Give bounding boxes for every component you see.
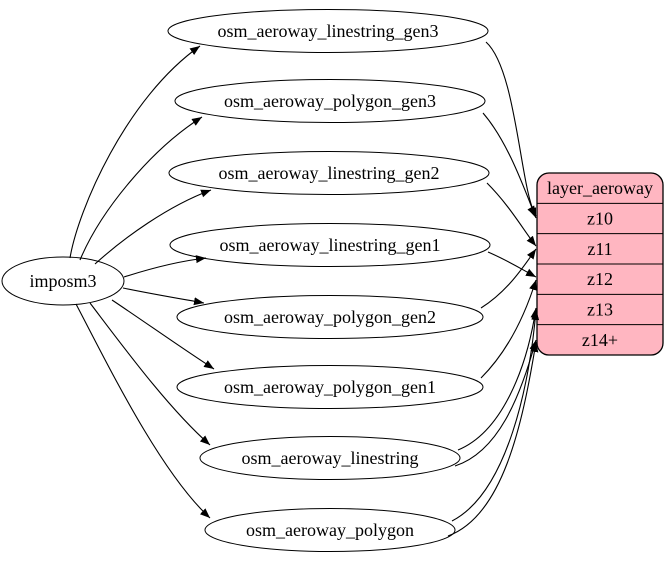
edge-imposm3-to-osm-aeroway-polygon-gen2 [122, 287, 205, 306]
node-label: osm_aeroway_linestring_gen2 [219, 163, 440, 183]
edge-osm-aeroway-polygon-gen1-to-z12 [480, 279, 537, 379]
edge-osm-aeroway-linestring-gen3-to-z10 [485, 41, 537, 217]
node-osm-aeroway-linestring-gen1: osm_aeroway_linestring_gen1 [169, 223, 491, 267]
record-row-z13: z13 [587, 300, 613, 320]
node-label: osm_aeroway_polygon [246, 520, 414, 540]
edge-osm-aeroway-polygon-gen2-to-z11 [480, 248, 537, 309]
node-label: osm_aeroway_linestring_gen3 [218, 21, 439, 41]
node-osm-aeroway-linestring-gen2: osm_aeroway_linestring_gen2 [168, 151, 490, 195]
edge-osm-aeroway-linestring-gen2-to-z11 [486, 182, 537, 247]
edge-osm-aeroway-polygon-to-z13 [451, 309, 540, 522]
record-row-z10: z10 [587, 209, 613, 229]
node-label: osm_aeroway_polygon_gen3 [224, 91, 436, 111]
node-label: osm_aeroway_linestring [242, 448, 419, 468]
record-row-z11: z11 [587, 239, 612, 259]
node-label: osm_aeroway_polygon_gen1 [224, 377, 436, 397]
record-row-z14plus: z14+ [582, 330, 618, 350]
node-osm-aeroway-polygon-gen3: osm_aeroway_polygon_gen3 [174, 79, 486, 123]
node-osm-aeroway-polygon-gen2: osm_aeroway_polygon_gen2 [176, 295, 484, 339]
edge-imposm3-to-osm-aeroway-linestring-gen2 [94, 189, 212, 265]
node-osm-aeroway-polygon: osm_aeroway_polygon [204, 508, 456, 552]
node-label: osm_aeroway_linestring_gen1 [220, 235, 441, 255]
edge-imposm3-to-osm-aeroway-polygon [75, 303, 211, 519]
node-label: osm_aeroway_polygon_gen2 [224, 307, 436, 327]
edge-imposm3-to-osm-aeroway-linestring-gen3 [69, 45, 201, 259]
edge-osm-aeroway-polygon-gen3-to-z10 [482, 112, 537, 219]
node-label: imposm3 [29, 271, 96, 291]
record-row-z12: z12 [587, 269, 613, 289]
edge-osm-aeroway-linestring-gen1-to-z12 [487, 251, 537, 278]
edge-imposm3-to-osm-aeroway-polygon-gen1 [111, 299, 215, 370]
node-osm-aeroway-linestring: osm_aeroway_linestring [199, 436, 461, 480]
node-layer-aeroway: layer_aeroway z10 z11 z12 z13 z14+ [536, 172, 664, 356]
node-osm-aeroway-polygon-gen1: osm_aeroway_polygon_gen1 [176, 365, 484, 409]
node-imposm3: imposm3 [1, 256, 125, 306]
edge-imposm3-to-osm-aeroway-polygon-gen3 [79, 116, 203, 261]
edge-osm-aeroway-linestring-to-z13 [457, 307, 539, 451]
edge-imposm3-to-osm-aeroway-linestring-gen1 [123, 255, 207, 278]
record-header: layer_aeroway [547, 178, 653, 198]
edge-osm-aeroway-linestring-to-z14plus [454, 339, 538, 467]
edge-imposm3-to-osm-aeroway-linestring [89, 302, 211, 446]
node-osm-aeroway-linestring-gen3: osm_aeroway_linestring_gen3 [167, 9, 489, 53]
edge-osm-aeroway-polygon-to-z14plus [447, 341, 539, 537]
